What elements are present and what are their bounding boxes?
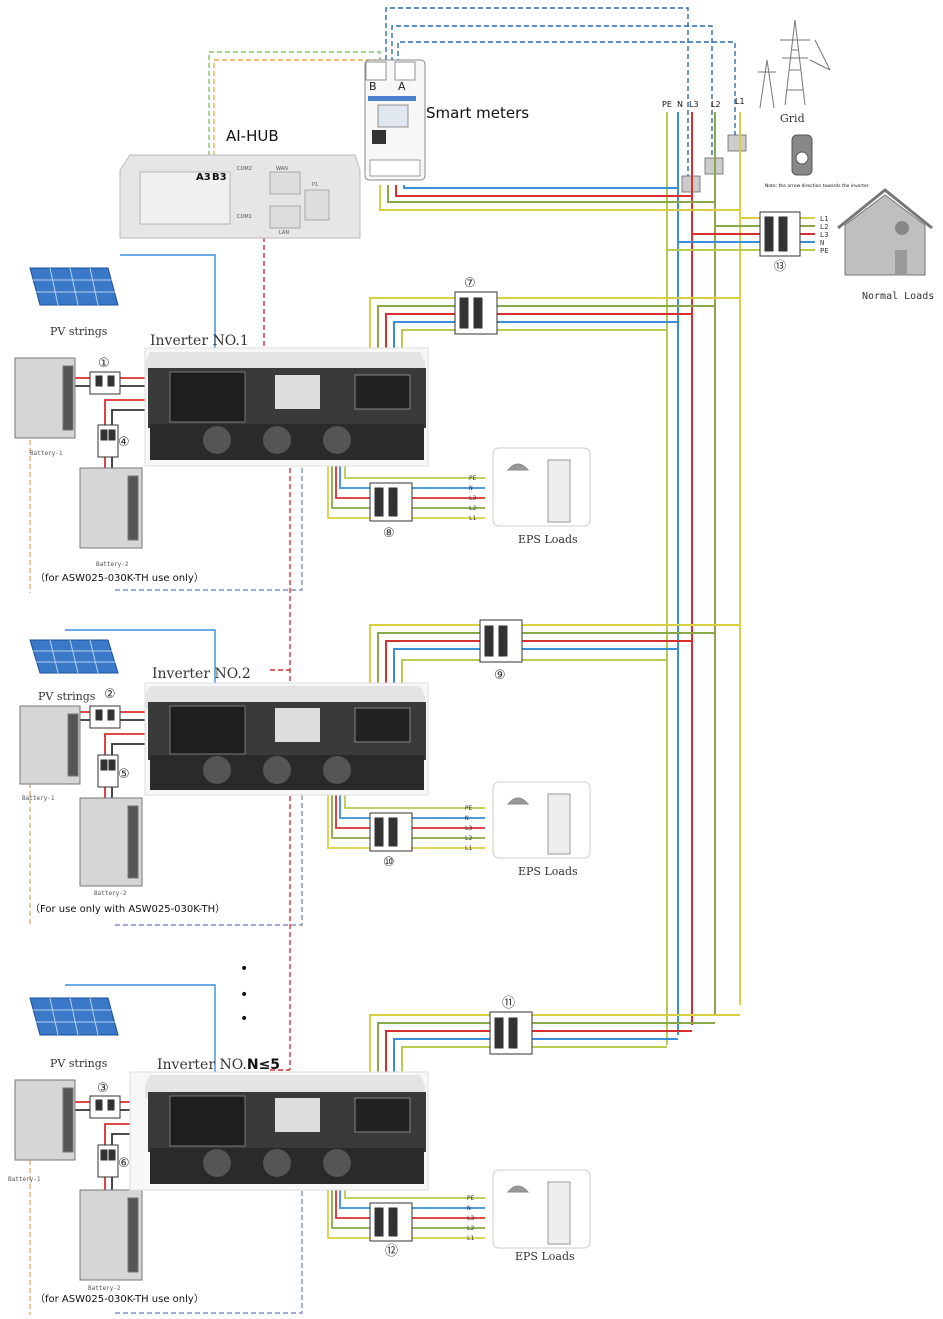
load-line-l1: L1	[820, 215, 828, 223]
eps-loads-box	[492, 447, 591, 1249]
eps1-pe: PE	[469, 475, 477, 482]
continuation-dot-3: •	[240, 1011, 248, 1027]
bus-wires	[65, 112, 815, 1100]
eps1-n: N	[469, 485, 473, 492]
eps-loads-label-2: EPS Loads	[518, 865, 578, 878]
eps3-l1: L1	[467, 1235, 475, 1242]
inverter-n-note: （for ASW025-030K-TH use only）	[35, 1293, 204, 1305]
inverter-n-title-text: Inverter NO.	[157, 1057, 247, 1073]
eps3-n: N	[467, 1205, 471, 1212]
hub-com2-label: COM2	[237, 166, 252, 172]
pv-strings-label-2: PV strings	[38, 690, 96, 703]
eps1-l1: L1	[469, 515, 477, 522]
smart-meter	[364, 59, 426, 181]
grid-line-pe: PE	[662, 100, 672, 109]
breaker-icon	[89, 211, 801, 1242]
pv-strings-label-3: PV strings	[50, 1057, 108, 1070]
ai-hub-label: AI-HUB	[226, 127, 279, 145]
ct-clamp-icon	[791, 134, 813, 176]
eps2-pe: PE	[465, 805, 473, 812]
breaker-11-label: ⑪	[502, 996, 515, 1011]
eps3-l2: L2	[467, 1225, 475, 1232]
smart-meters-label: Smart meters	[426, 104, 529, 122]
breaker-7-label: ⑦	[464, 276, 476, 291]
house-icon	[837, 188, 933, 276]
inverter-2-title: Inverter NO.2	[152, 666, 251, 682]
continuation-dot-1: •	[240, 961, 248, 977]
hub-lan-label: LAN	[279, 230, 289, 236]
eps2-l3: L3	[465, 825, 473, 832]
eps1-l2: L2	[469, 505, 477, 512]
inverter-2-note: （For use only with ASW025-030K-TH）	[30, 903, 225, 915]
grid-label: Grid	[780, 112, 805, 125]
hub-com1-label: COM1	[237, 214, 252, 220]
inverter-n-title: Inverter NO.N≤5	[157, 1057, 280, 1073]
eps3-pe: PE	[467, 1195, 475, 1202]
load-line-l3: L3	[820, 231, 828, 239]
eps3-l3: L3	[467, 1215, 475, 1222]
eps-line-labels: PE N L3 L2 L1 PE N L3 L2 L1 PE N L3 L2 L…	[465, 475, 477, 1242]
inverter-1-note: （for ASW025-030K-TH use only）	[35, 572, 204, 584]
inverter-1	[144, 347, 429, 467]
breaker-8-label: ⑧	[383, 526, 395, 541]
grid-line-l2: L2	[711, 100, 721, 109]
grid-tower-icon	[758, 19, 831, 109]
inverter-1-title: Inverter NO.1	[150, 333, 249, 349]
breaker-10-label: ⑩	[383, 855, 395, 870]
eps-loads-label-3: EPS Loads	[515, 1250, 575, 1263]
load-line-n: N	[820, 239, 824, 247]
eps2-l1: L1	[465, 845, 473, 852]
pv-strings-label-1: PV strings	[50, 325, 108, 338]
ai-hub	[119, 154, 361, 239]
eps2-n: N	[465, 815, 469, 822]
breaker-13-label: ⑬	[774, 259, 786, 273]
grid-line-n: N	[677, 100, 683, 109]
breaker-6-label: ⑥	[118, 1156, 130, 1171]
hub-wan-label: WAN	[276, 166, 288, 172]
ct-note: Note: the arrow direction towards the in…	[765, 183, 869, 189]
grid-line-l1: L1	[735, 97, 745, 106]
battery-1-label-inv3: Battery-1	[8, 1176, 41, 1183]
breaker-1-label: ①	[98, 356, 110, 371]
load-line-pe: PE	[820, 247, 828, 255]
battery-1-label-inv2: Battery-1	[22, 795, 55, 802]
load-line-l2: L2	[820, 223, 828, 231]
battery-2-label-inv3: Battery-2	[88, 1285, 121, 1292]
battery-1-label-inv1: Battery-1	[30, 450, 63, 457]
inverter-n	[129, 1071, 429, 1191]
breaker-4-label: ④	[118, 435, 130, 450]
meter-a-label: A	[398, 80, 406, 93]
meter-b-label: B	[369, 80, 377, 93]
battery-2-label-inv2: Battery-2	[94, 890, 127, 897]
terminal-a3-label: A3	[196, 172, 211, 183]
eps2-l2: L2	[465, 835, 473, 842]
breaker-9-label: ⑨	[494, 668, 506, 683]
breaker-3-label: ③	[97, 1081, 109, 1096]
fridge-icon	[547, 459, 571, 1245]
terminal-b3-label: B3	[212, 172, 227, 183]
hub-p1-label: P1	[312, 182, 318, 188]
eps1-l3: L3	[469, 495, 477, 502]
continuation-dot-2: •	[240, 987, 248, 1003]
breaker-12-label: ⑫	[385, 1244, 398, 1259]
inverter-n-limit: N≤5	[247, 1057, 280, 1073]
lamp-icon	[506, 463, 530, 1193]
grid-line-l3: L3	[689, 100, 699, 109]
eps-loads-label-1: EPS Loads	[518, 533, 578, 546]
inverter-2	[144, 682, 429, 796]
normal-loads-label: Normal Loads	[862, 291, 934, 302]
pv-panel-icon	[29, 267, 119, 1036]
battery-icon	[14, 357, 143, 1281]
breaker-5-label: ⑤	[118, 767, 130, 782]
breaker-2-label: ②	[104, 687, 116, 702]
battery-2-label-inv1: Battery-2	[96, 561, 129, 568]
